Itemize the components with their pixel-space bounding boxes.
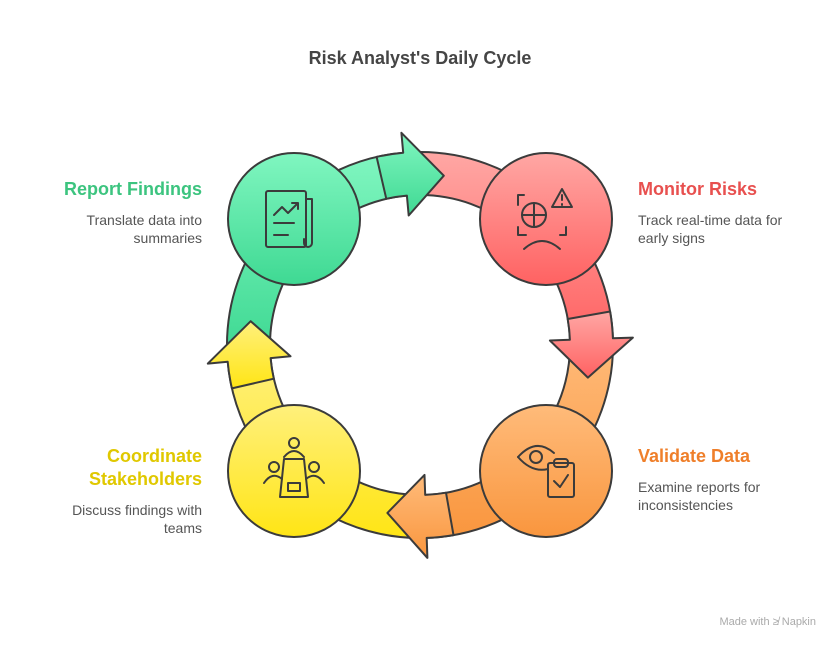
circle-report [227,152,361,286]
step-desc: Track real-time data for early signs [638,212,783,246]
step-circle-validate [479,404,613,538]
step-title: Coordinate Stakeholders [88,446,202,489]
eye-clipboard-icon [517,445,575,498]
step-validate: Validate Data Examine reports for incons… [638,445,838,514]
report-chart-icon [265,190,313,248]
step-title: Report Findings [64,179,202,199]
arrow-head-coordinate [206,320,292,390]
step-desc: Examine reports for inconsistencies [638,479,761,513]
step-title: Validate Data [638,446,751,466]
step-circle-coordinate [227,404,361,538]
arrow-head-validate [386,473,455,559]
napkin-credit: Made with ≱ Napkin [719,616,816,628]
diagram-title: Risk Analyst's Daily Cycle [308,48,532,68]
step-desc: Discuss findings with teams [72,502,202,536]
step-coordinate: Coordinate Stakeholders Discuss findings… [2,445,202,537]
step-circle-report [227,152,361,286]
step-desc: Translate data into summaries [86,212,202,246]
step-title: Monitor Risks [638,179,758,199]
risk-monitor-icon [517,188,573,250]
step-report: Report Findings Translate data into summ… [2,178,202,247]
circle-validate [479,404,613,538]
arrow-head-report [375,131,445,217]
circle-coordinate [227,404,361,538]
step-circle-monitor [479,152,613,286]
meeting-icon [263,437,325,498]
arrow-head-monitor [548,310,634,379]
step-monitor: Monitor Risks Track real-time data for e… [638,178,838,247]
